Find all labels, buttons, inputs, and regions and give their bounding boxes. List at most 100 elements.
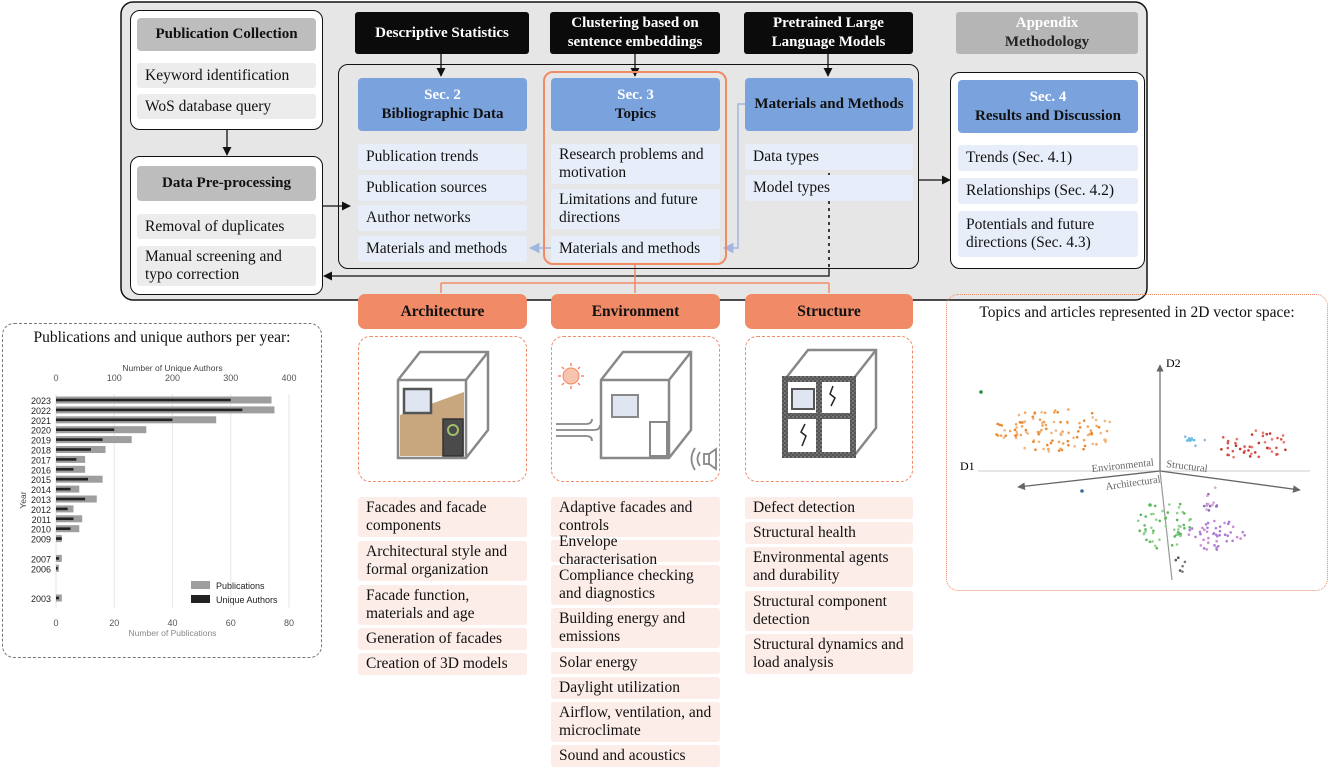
year-tick-label: 2006 — [31, 564, 51, 574]
scatter-point — [1154, 518, 1158, 521]
environment-item-6: Daylight utilization — [551, 677, 720, 699]
scatter-point — [1037, 432, 1041, 436]
authors-bar — [56, 537, 62, 540]
scatter-point — [1202, 538, 1205, 542]
scatter-point — [1049, 441, 1053, 445]
publications-chart-title: Publications and unique authors per year… — [33, 329, 291, 346]
scatter-point — [1190, 436, 1194, 440]
scatter-point — [1213, 544, 1216, 547]
architecture-item-5: Creation of 3D models — [358, 653, 527, 675]
scatter-point — [1044, 427, 1048, 431]
scatter-point — [1205, 508, 1208, 511]
scatter-point — [1038, 430, 1041, 434]
scatter-point — [1148, 503, 1152, 507]
scatter-point — [1215, 539, 1218, 543]
structural-label: Structural — [1166, 459, 1209, 475]
scatter-point — [1104, 440, 1107, 443]
scatter-point — [1218, 533, 1221, 537]
scatter-point — [1154, 544, 1157, 548]
scatter-point — [1247, 449, 1250, 452]
scatter-point — [1223, 521, 1226, 525]
authors-bar — [56, 497, 86, 501]
scatter-point — [1089, 429, 1093, 432]
scatter-point — [1248, 455, 1252, 458]
scatter-point — [1002, 436, 1006, 439]
descriptive-statistics-header: Descriptive Statistics — [355, 12, 529, 54]
scatter-point — [1227, 453, 1231, 457]
scatter-point — [1216, 544, 1220, 548]
year-tick-label: 2017 — [31, 455, 51, 465]
scatter-point — [1226, 439, 1230, 443]
scatter-point — [1066, 439, 1070, 443]
scatter-point — [1206, 541, 1210, 545]
scatter-point — [1042, 447, 1045, 451]
scatter-point — [995, 433, 998, 436]
scatter-point — [1241, 530, 1245, 534]
scatter-point — [1103, 419, 1107, 423]
scatter-point — [1231, 539, 1234, 543]
scatter-point — [1250, 433, 1254, 436]
scatter-point — [1214, 533, 1218, 537]
top-tick-label: 0 — [53, 373, 58, 383]
appendix-label: Appendix — [1015, 15, 1079, 31]
scatter-point — [1108, 420, 1112, 424]
scatter-point — [1151, 531, 1155, 535]
scatter-point — [1144, 515, 1148, 518]
scatter-point — [1276, 436, 1279, 440]
scatter-point — [1225, 539, 1229, 543]
scatter-point — [1254, 429, 1258, 432]
scatter-point — [1181, 564, 1184, 568]
scatter-point — [1145, 538, 1148, 542]
scatter-point — [1078, 421, 1081, 425]
authors-bar — [56, 557, 59, 560]
scatter-point — [1057, 440, 1061, 444]
structure-item-1: Defect detection — [745, 497, 913, 519]
bottom-tick-label: 0 — [53, 618, 58, 628]
scatter-point — [1086, 425, 1090, 428]
scatter-point — [1044, 423, 1048, 427]
authors-bar — [56, 418, 173, 422]
top-tick-label: 400 — [281, 373, 296, 383]
scatter-points — [979, 390, 1287, 573]
environment-illustration-frame — [551, 336, 720, 482]
scatter-point — [1268, 432, 1272, 435]
scatter-point — [1188, 528, 1192, 532]
scatter-point — [1175, 511, 1179, 515]
scatter-point — [1003, 428, 1007, 432]
y-axis-title: Year — [18, 491, 28, 508]
environment-item-8: Sound and acoustics — [551, 745, 720, 767]
bottom-tick-label: 20 — [109, 618, 119, 628]
year-tick-label: 2010 — [31, 525, 51, 535]
scatter-point — [1215, 548, 1219, 551]
clustering-header: Clustering based on sentence embeddings — [550, 12, 720, 54]
publication-trends-item: Publication trends — [358, 144, 527, 170]
structure-illustration-frame — [745, 336, 913, 482]
scatter-point — [1226, 446, 1230, 450]
scatter-point — [1075, 435, 1079, 439]
scatter-point — [1032, 417, 1035, 421]
scatter-point — [1207, 536, 1210, 540]
scatter-point — [1054, 429, 1058, 432]
year-tick-label: 2012 — [31, 505, 51, 515]
architectural-label: Architectural — [1105, 474, 1161, 493]
scatter-point — [1187, 437, 1191, 440]
scatter-point — [1158, 538, 1161, 542]
environmental-axis — [1017, 470, 1161, 491]
publication-sources-item: Publication sources — [358, 175, 527, 201]
methodology-label: Methodology — [1004, 34, 1090, 50]
scatter-point — [1015, 430, 1019, 434]
scatter-point — [1095, 424, 1098, 428]
materials-methods-header: Materials and Methods — [745, 78, 913, 131]
scatter-point — [1231, 449, 1235, 453]
analysis-panel — [338, 64, 919, 269]
scatter-point — [1205, 530, 1209, 533]
scatter-point — [1178, 502, 1182, 506]
scatter-point — [1192, 438, 1196, 442]
authors-bar — [56, 507, 68, 511]
scatter-point — [1268, 447, 1272, 450]
scatter-point — [1248, 445, 1252, 449]
scatter-point — [1183, 435, 1187, 438]
scatter-point — [1078, 426, 1082, 429]
authors-bar — [56, 468, 74, 471]
scatter-point — [1083, 444, 1087, 448]
